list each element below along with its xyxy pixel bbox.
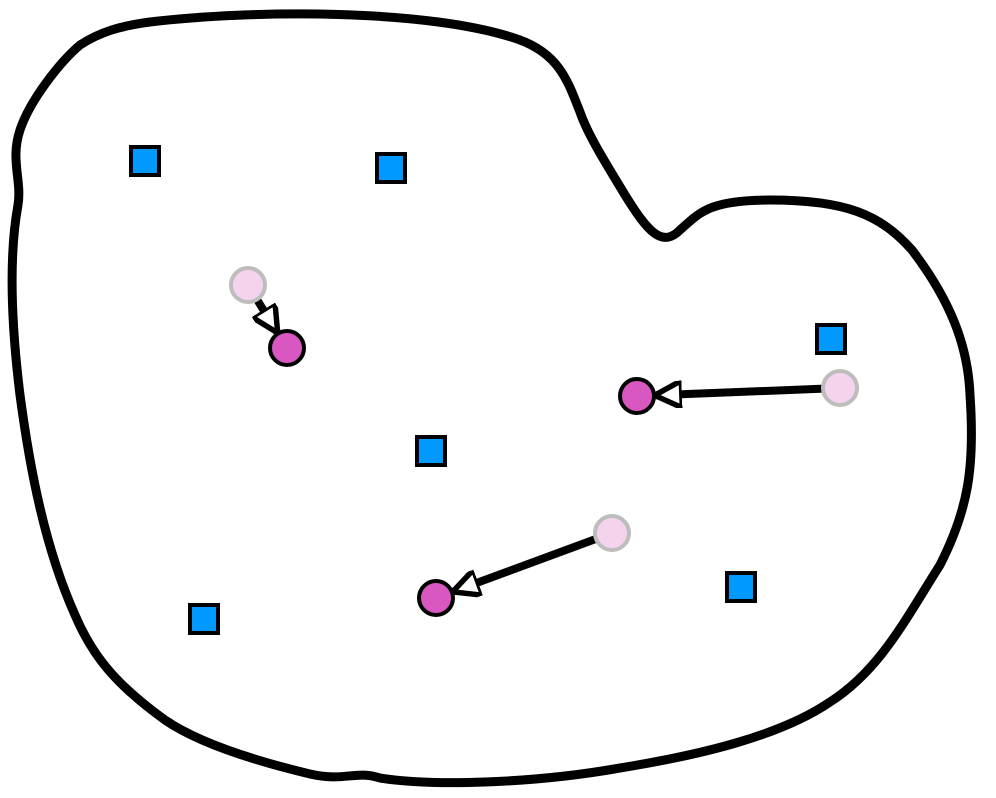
arrow-icon	[251, 293, 277, 332]
blue-square-icon	[815, 323, 847, 355]
pale-pink-circle-icon	[229, 266, 267, 304]
magenta-circle-icon	[618, 377, 656, 415]
blue-square-icon	[375, 152, 407, 184]
squares-layer	[129, 145, 847, 635]
arrow-icon	[656, 389, 828, 396]
blue-square-icon	[725, 571, 757, 603]
arrows-layer	[251, 293, 828, 592]
blue-square-icon	[415, 435, 447, 467]
arrow-icon	[454, 533, 602, 592]
magenta-circle-icon	[268, 329, 306, 367]
pale-pink-circle-icon	[593, 514, 631, 552]
magenta-circle-icon	[417, 579, 455, 617]
blue-square-icon	[129, 145, 161, 177]
blue-square-icon	[188, 603, 220, 635]
pale-pink-circle-icon	[821, 369, 859, 407]
circles-layer	[229, 266, 859, 617]
